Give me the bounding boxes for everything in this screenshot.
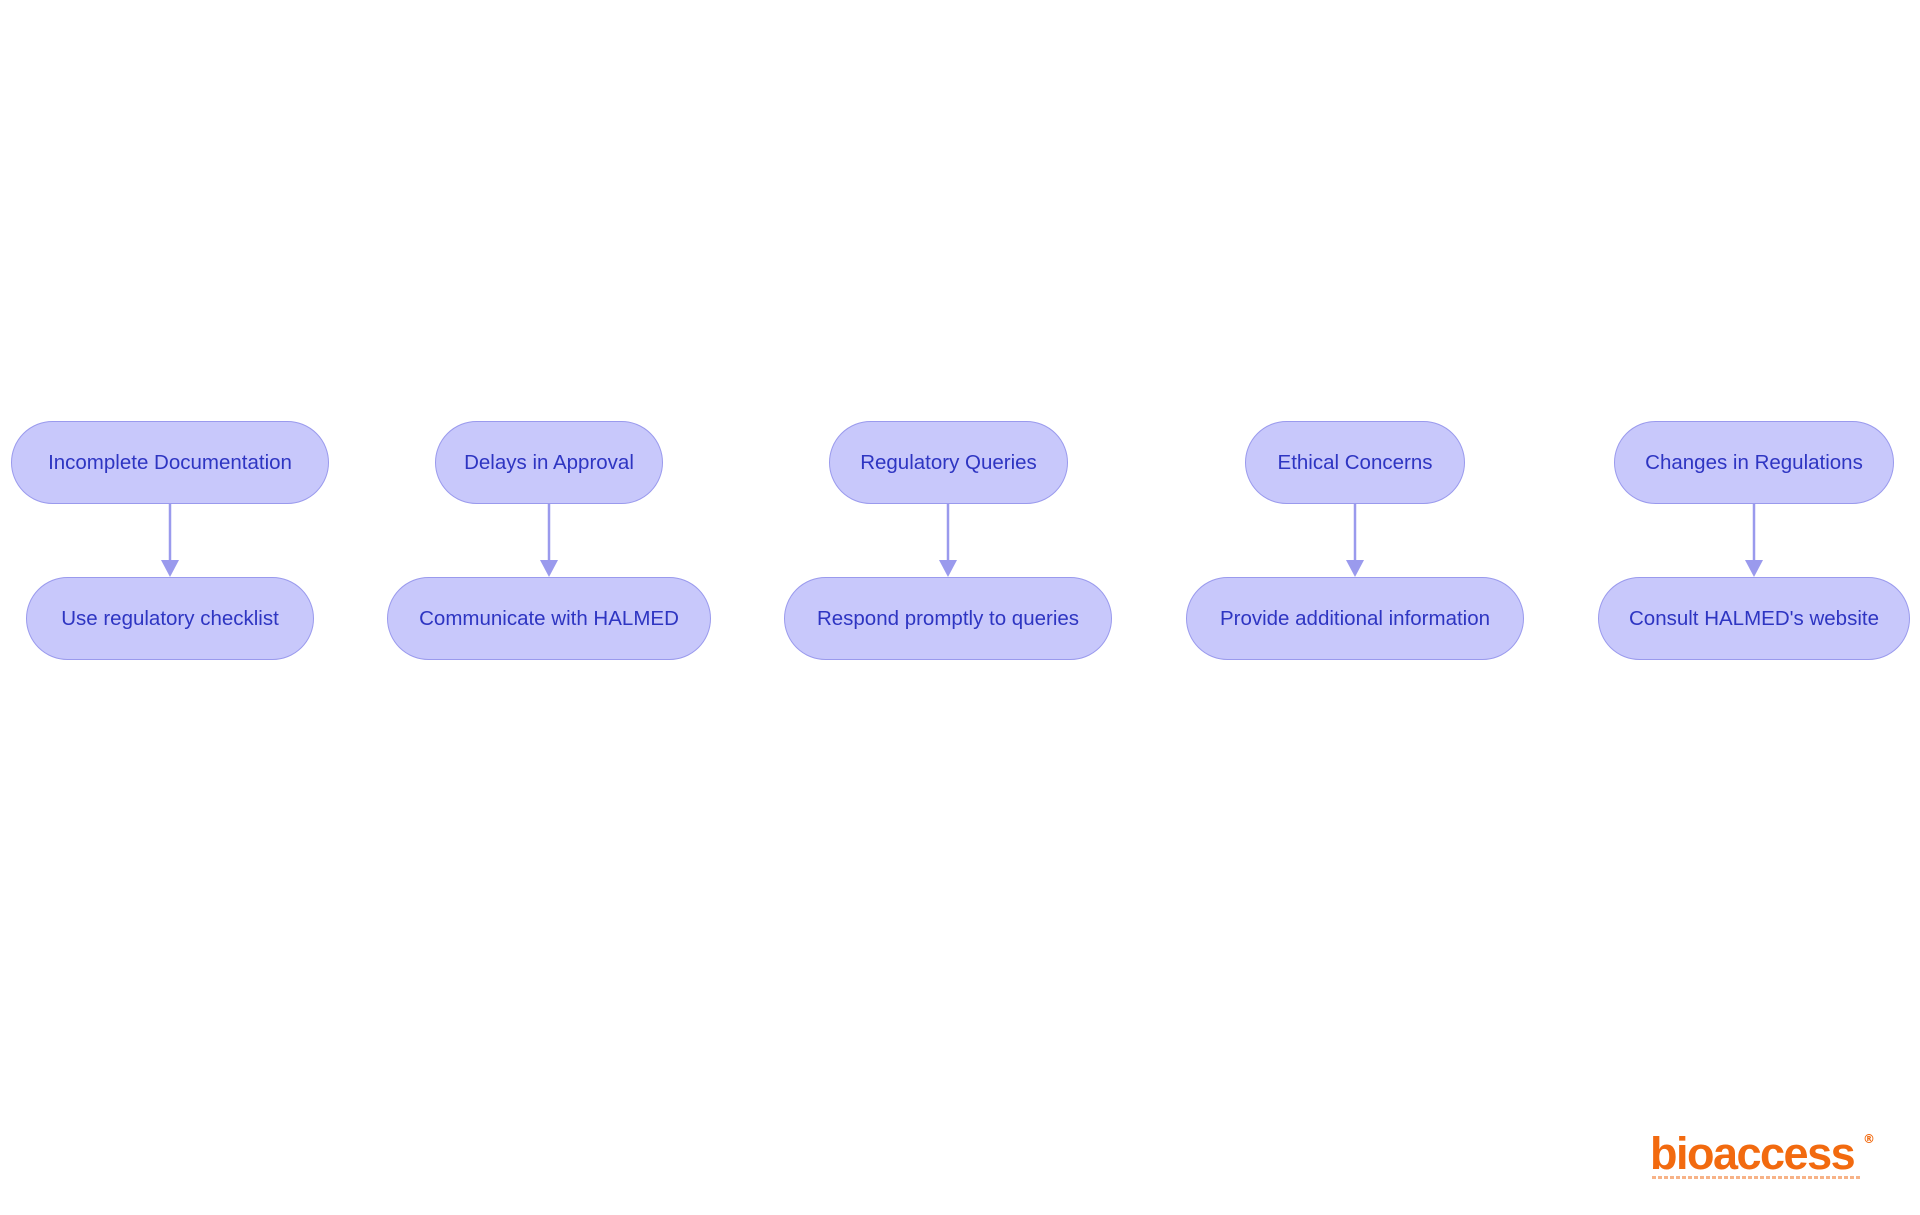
- arrowhead-icon: [1745, 560, 1763, 577]
- arrowhead-icon: [939, 560, 957, 577]
- node-label: Use regulatory checklist: [61, 606, 279, 630]
- problem-node-incomplete-documentation: Incomplete Documentation: [11, 421, 329, 504]
- problem-node-changes-in-regulations: Changes in Regulations: [1614, 421, 1894, 504]
- problem-node-ethical-concerns: Ethical Concerns: [1245, 421, 1465, 504]
- node-label: Consult HALMED's website: [1628, 606, 1879, 630]
- node-label: Delays in Approval: [464, 450, 634, 474]
- node-label: Incomplete Documentation: [48, 450, 292, 474]
- node-label: Ethical Concerns: [1277, 450, 1433, 474]
- solution-node-respond-promptly: Respond promptly to queries: [784, 577, 1112, 660]
- arrowhead-icon: [1346, 560, 1364, 577]
- problem-node-regulatory-queries: Regulatory Queries: [829, 421, 1068, 504]
- solution-node-use-regulatory-checklist: Use regulatory checklist: [26, 577, 314, 660]
- node-label: Provide additional information: [1219, 606, 1491, 630]
- solution-node-provide-additional-information: Provide additional information: [1186, 577, 1524, 660]
- node-label: Changes in Regulations: [1645, 450, 1863, 474]
- solution-node-consult-halmed-website: Consult HALMED's website: [1598, 577, 1910, 660]
- bioaccess-logo: bioaccess ®: [1650, 1128, 1875, 1180]
- logo-wordmark: bioaccess: [1650, 1128, 1856, 1179]
- arrowhead-icon: [540, 560, 558, 577]
- problem-node-delays-in-approval: Delays in Approval: [435, 421, 663, 504]
- node-label: Respond promptly to queries: [816, 606, 1080, 630]
- registered-mark-icon: ®: [1863, 1132, 1875, 1146]
- solution-node-communicate-with-halmed: Communicate with HALMED: [387, 577, 711, 660]
- logo-tagline: [1652, 1176, 1862, 1179]
- node-label: Communicate with HALMED: [419, 606, 679, 630]
- node-label: Regulatory Queries: [860, 450, 1037, 474]
- arrowhead-icon: [161, 560, 179, 577]
